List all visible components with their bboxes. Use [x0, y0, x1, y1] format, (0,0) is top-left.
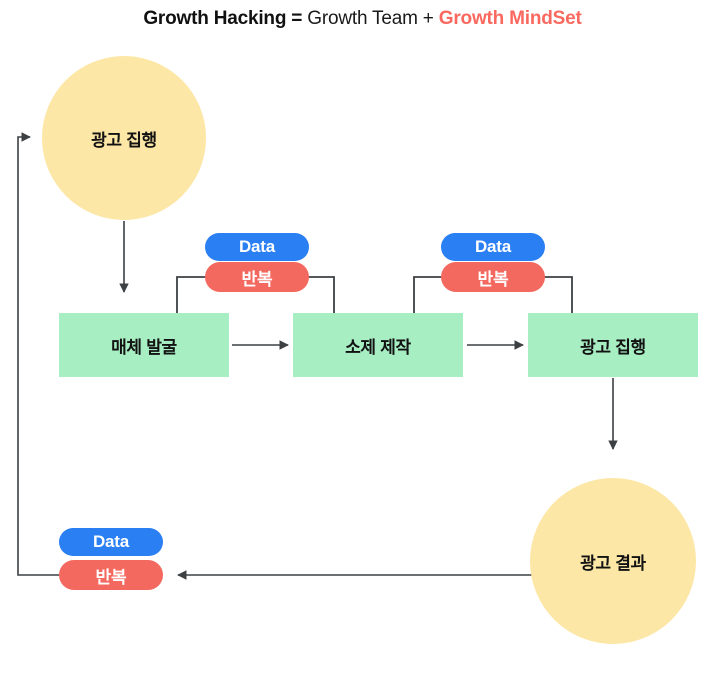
pill-data-3[interactable]: Data [59, 528, 163, 556]
title-segment-normal: Growth Team + [302, 8, 439, 29]
circle-node-ad-result[interactable]: 광고 결과 [530, 478, 696, 644]
edge-repeat-to-circle-loop [17, 132, 60, 576]
pill-repeat-2[interactable]: 반복 [441, 262, 545, 292]
page-title: Growth Hacking = Growth Team + Growth Mi… [0, 6, 725, 32]
pill-data-2[interactable]: Data [441, 233, 545, 261]
pill-data-1[interactable]: Data [205, 233, 309, 261]
process-box-media-discovery[interactable]: 매체 발굴 [59, 313, 229, 377]
pill-repeat-3[interactable]: 반복 [59, 560, 163, 590]
circle-node-ad-execution[interactable]: 광고 집행 [42, 56, 206, 220]
title-segment-accent: Growth MindSet [438, 8, 582, 29]
process-box-creative-production[interactable]: 소제 제작 [293, 313, 463, 377]
title-segment-bold: Growth Hacking = [143, 8, 303, 29]
process-box-ad-execution[interactable]: 광고 집행 [528, 313, 698, 377]
pill-repeat-1[interactable]: 반복 [205, 262, 309, 292]
